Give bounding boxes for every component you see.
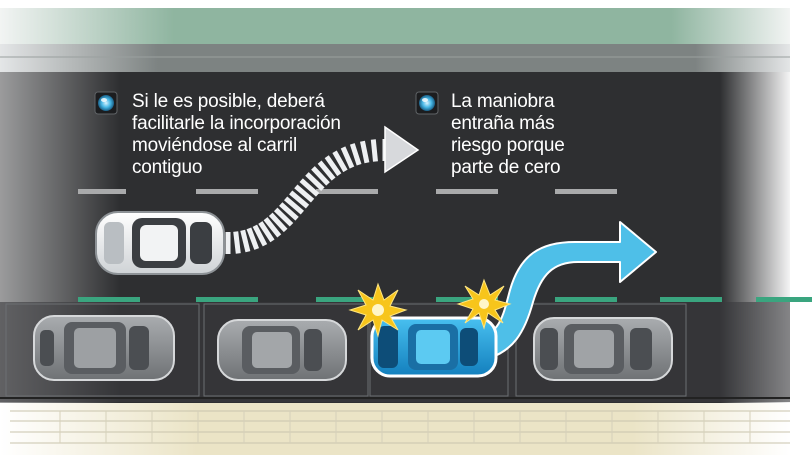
- curb-top: [0, 44, 790, 72]
- bullet-icon: [415, 91, 439, 115]
- moving-car-icon: [95, 211, 225, 275]
- parked-car-icon: [33, 315, 175, 381]
- exit-arrow: [467, 221, 657, 359]
- median-strip: [0, 8, 790, 44]
- parking-line: [78, 297, 812, 302]
- parked-car-icon: [533, 317, 673, 381]
- caption-lane-change: Si le es posible, deberá facilitarle la …: [132, 91, 341, 178]
- bullet-icon: [94, 91, 118, 115]
- parked-car-icon: [217, 319, 347, 381]
- lane-change-path: [225, 125, 420, 254]
- impact-burst-icon: [348, 282, 408, 338]
- impact-burst-icon: [456, 278, 512, 330]
- sidewalk: [0, 403, 790, 455]
- exiting-car-icon: [370, 316, 498, 378]
- parking-bays: [5, 303, 687, 397]
- caption-exit-risk: La maniobra entraña más riesgo porque pa…: [451, 91, 565, 178]
- lane-divider: [78, 189, 617, 194]
- lane-change-arrowhead: [384, 125, 420, 174]
